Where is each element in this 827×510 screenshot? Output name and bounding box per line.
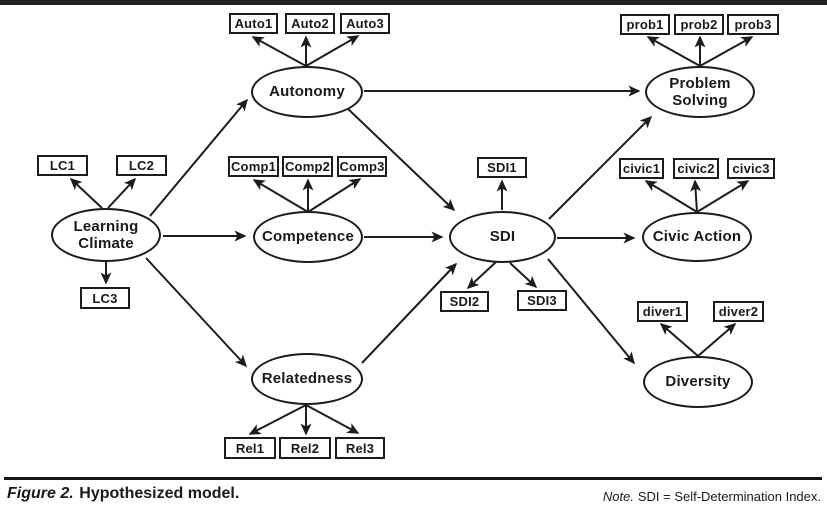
arrow-civic-action-to-civic3 <box>696 180 750 213</box>
indicator-civic1: civic1 <box>619 158 664 179</box>
latent-autonomy: Autonomy <box>251 66 363 118</box>
arrow-learning-climate-to-lc2 <box>107 177 137 209</box>
arrow-sdi-to-sdi2 <box>466 261 497 290</box>
latent-relatedness: Relatedness <box>251 353 363 405</box>
indicator-diver2: diver2 <box>713 301 764 322</box>
indicator-rel2: Rel2 <box>279 437 331 459</box>
indicator-comp2: Comp2 <box>282 156 333 177</box>
figure-caption: Figure 2. Hypothesized model. <box>7 485 239 503</box>
arrow-diversity-to-diver1 <box>659 323 699 357</box>
arrow-sdi-to-problem-solving <box>548 115 653 220</box>
arrow-autonomy-to-auto3 <box>305 35 360 67</box>
page-top-edge-bar <box>0 0 827 5</box>
arrow-relatedness-to-rel1 <box>248 404 307 435</box>
indicator-rel3: Rel3 <box>335 437 385 459</box>
arrow-autonomy-to-sdi <box>345 106 456 212</box>
indicator-sdi2: SDI2 <box>440 291 489 312</box>
figure-note-label: Note. <box>602 489 634 504</box>
indicator-lc1: LC1 <box>37 155 88 176</box>
latent-sdi: SDI <box>449 211 556 263</box>
arrow-competence-to-comp1 <box>252 179 309 213</box>
arrow-competence-to-comp3 <box>307 178 362 213</box>
indicator-diver1: diver1 <box>637 301 688 322</box>
arrow-problem-solving-to-prob1 <box>646 36 701 67</box>
arrow-learning-climate-to-autonomy <box>149 98 248 217</box>
arrow-relatedness-to-rel3 <box>305 404 360 434</box>
arrow-sdi-to-diversity <box>547 258 635 365</box>
indicator-lc3: LC3 <box>80 287 130 309</box>
indicator-auto1: Auto1 <box>229 13 278 34</box>
indicator-comp3: Comp3 <box>337 156 387 177</box>
arrow-civic-action-to-civic2 <box>690 179 702 213</box>
latent-competence: Competence <box>253 211 363 263</box>
indicator-civic3: civic3 <box>727 158 775 179</box>
arrow-relatedness-to-sdi <box>361 262 458 364</box>
indicator-comp1: Comp1 <box>228 156 279 177</box>
arrow-diversity-to-diver2 <box>697 323 737 357</box>
indicator-prob3: prob3 <box>727 14 779 35</box>
indicator-auto3: Auto3 <box>340 13 390 34</box>
caption-divider-rule <box>4 477 822 480</box>
arrow-sdi-to-sdi3 <box>509 262 538 289</box>
latent-problem-solving: Problem Solving <box>645 66 755 118</box>
latent-learning-climate: Learning Climate <box>51 208 161 262</box>
indicator-rel1: Rel1 <box>224 437 276 459</box>
arrow-learning-climate-to-relatedness <box>145 257 248 368</box>
figure-caption-label: Figure 2. <box>7 485 74 502</box>
figure-note: Note.SDI = Self-Determination Index. <box>603 489 821 504</box>
indicator-lc2: LC2 <box>116 155 167 176</box>
indicator-auto2: Auto2 <box>285 13 335 34</box>
indicator-sdi3: SDI3 <box>517 290 567 311</box>
indicator-prob2: prob2 <box>674 14 724 35</box>
arrow-problem-solving-to-prob3 <box>699 36 754 67</box>
latent-diversity: Diversity <box>643 356 753 408</box>
latent-civic-action: Civic Action <box>642 212 752 262</box>
indicator-prob1: prob1 <box>620 14 670 35</box>
figure-caption-text: Hypothesized model. <box>79 485 240 502</box>
indicator-sdi1: SDI1 <box>477 157 527 178</box>
arrow-learning-climate-to-lc1 <box>69 177 103 209</box>
indicator-civic2: civic2 <box>673 158 719 179</box>
figure-note-text: SDI = Self-Determination Index. <box>637 489 821 504</box>
arrow-autonomy-to-auto1 <box>251 36 307 67</box>
arrow-civic-action-to-civic1 <box>644 180 698 213</box>
